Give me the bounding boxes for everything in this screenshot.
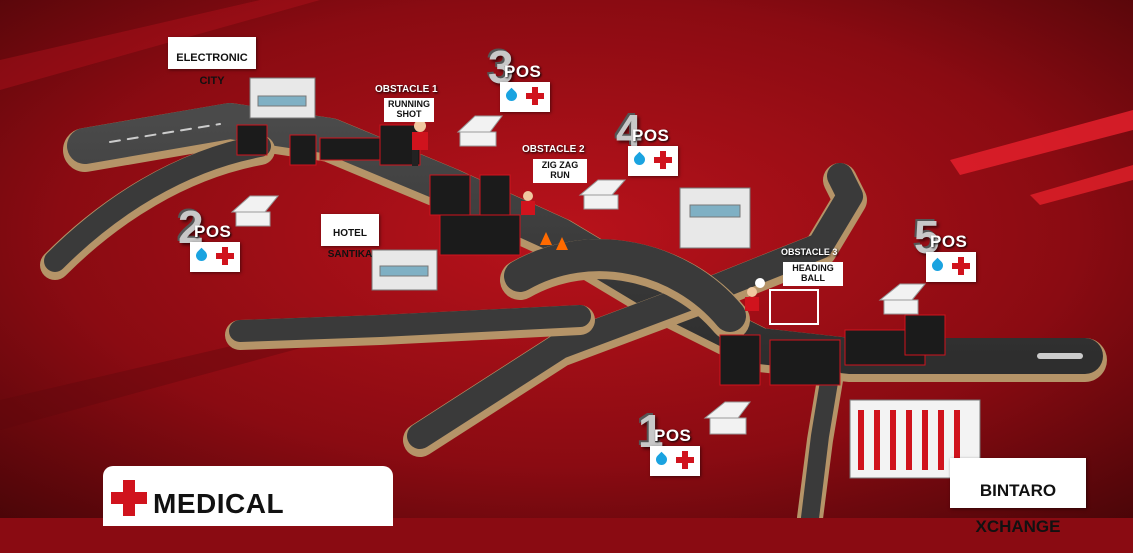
obstacle-2-name: ZIG ZAG RUN — [533, 159, 587, 183]
landmark-hotel-santika-line-1: HOTEL — [333, 227, 367, 239]
obstacle-3-name-line-1: HEADING — [792, 263, 834, 273]
obstacle-2-name-line-2: RUN — [550, 169, 570, 180]
pos-2-marker: 2 POS — [178, 204, 242, 276]
landmark-hotel-santika-line-2: SANTIKA — [327, 248, 373, 260]
pos-1-label: POS — [654, 426, 692, 445]
obstacle-2-title: OBSTACLE 2 — [522, 144, 585, 155]
landmark-electronic-city-line-1: ELECTRONIC — [176, 51, 248, 64]
pos-3-label: POS — [504, 62, 542, 81]
pos-4-card — [628, 146, 678, 176]
landmark-electronic-city-line-2: CITY — [199, 74, 225, 87]
landmark-bintaro-xchange: BINTARO XCHANGE — [950, 458, 1086, 535]
pos-2-label: POS — [194, 222, 232, 241]
water-drop-icon — [631, 151, 648, 168]
medical-cross-icon — [111, 480, 147, 516]
runner-figures — [412, 120, 819, 325]
landmark-bintaro-xchange-line-2: XCHANGE — [975, 516, 1061, 536]
medical-legend: MEDICAL — [103, 466, 393, 526]
buildings — [249, 77, 981, 479]
medical-legend-label: MEDICAL — [153, 488, 285, 519]
medical-cross-icon — [952, 257, 970, 275]
pos-5-card — [926, 252, 976, 282]
pos-5-marker: 5 POS — [914, 214, 978, 286]
landmark-hotel-santika: HOTEL SANTIKA — [321, 214, 379, 259]
landmark-bintaro-xchange-line-1: BINTARO — [979, 480, 1057, 500]
pos-1-marker: 1 POS — [638, 408, 702, 480]
medical-cross-icon — [676, 451, 694, 469]
water-drop-icon — [653, 451, 670, 468]
pos-5-label: POS — [930, 232, 968, 251]
medical-cross-icon — [216, 247, 234, 265]
obstacle-3-title: OBSTACLE 3 — [781, 247, 838, 257]
barriers — [236, 124, 946, 386]
obstacle-1-name-line-1: RUNNING — [388, 99, 430, 109]
water-drop-icon — [193, 247, 210, 264]
obstacle-2-name-line-1: ZIG ZAG — [541, 160, 579, 170]
obstacle-1-name-line-2: SHOT — [396, 108, 422, 119]
obstacle-3-name-line-2: BALL — [801, 272, 825, 283]
pos-4-marker: 4 POS — [616, 108, 680, 180]
water-drop-icon — [503, 87, 520, 104]
pos-2-card — [190, 242, 240, 272]
obstacle-1-title: OBSTACLE 1 — [375, 84, 438, 95]
obstacle-1-name: RUNNING SHOT — [384, 98, 434, 122]
pos-4-label: POS — [632, 126, 670, 145]
pos-3-card — [500, 82, 550, 112]
water-drop-icon — [929, 257, 946, 274]
landmark-electronic-city: ELECTRONIC CITY — [168, 37, 256, 86]
race-map: ELECTRONIC CITY HOTEL SANTIKA BINTARO XC… — [0, 0, 1133, 535]
medical-cross-icon — [526, 87, 544, 105]
pos-3-marker: 3 POS — [488, 44, 552, 116]
tents — [230, 115, 927, 435]
medical-cross-icon — [654, 151, 672, 169]
pos-1-card — [650, 446, 700, 476]
obstacle-3-name: HEADING BALL — [783, 262, 843, 286]
